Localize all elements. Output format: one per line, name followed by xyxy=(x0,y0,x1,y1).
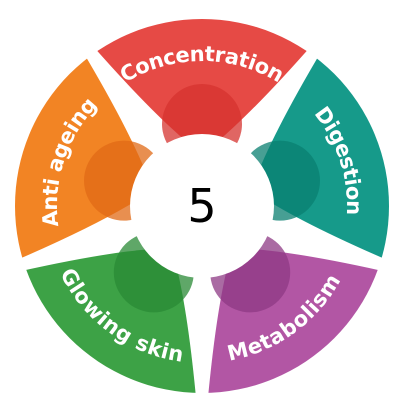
segment-shape xyxy=(90,19,314,154)
segment-divider xyxy=(15,225,137,270)
segment-divider xyxy=(241,45,320,151)
center-circle xyxy=(130,134,274,278)
segment-divider xyxy=(267,225,389,270)
segment-divider xyxy=(84,45,163,151)
center-number: 5 xyxy=(187,179,216,233)
